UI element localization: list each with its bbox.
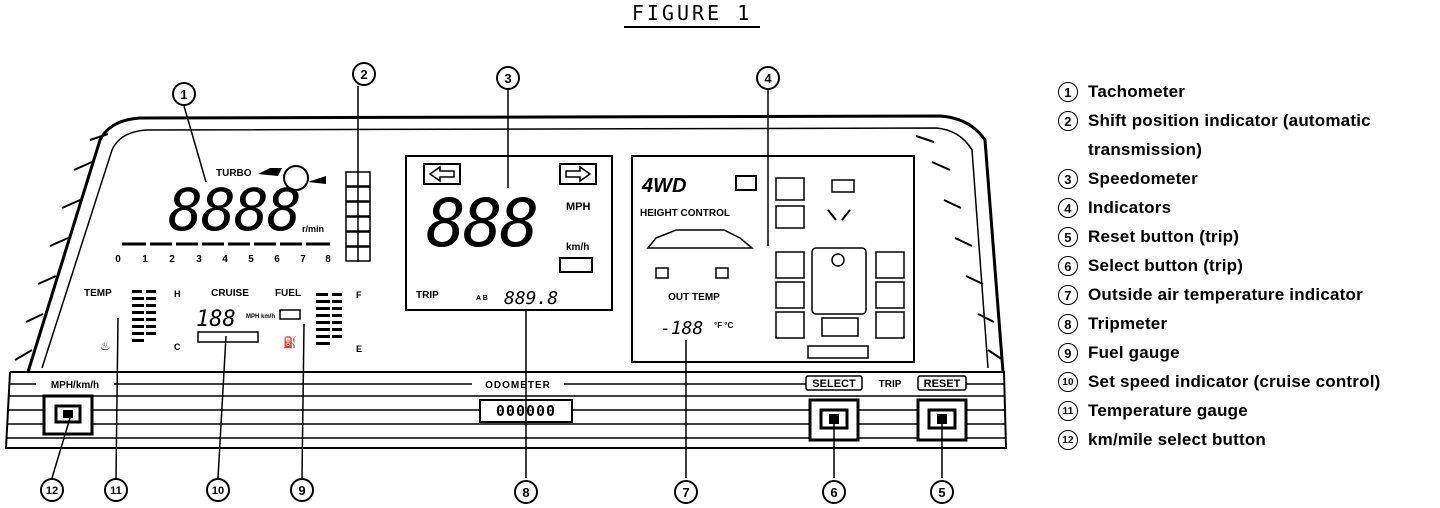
out-temp-unit: °F °C [714, 321, 734, 330]
svg-text:8: 8 [522, 485, 529, 500]
svg-text:10: 10 [212, 485, 224, 497]
cluster-housing [26, 114, 1005, 373]
tach-scale: 0 1 2 3 4 5 6 7 8 [115, 254, 331, 265]
cruise-label: CRUISE [211, 288, 249, 299]
fuel-empty-label: E [356, 344, 362, 354]
svg-text:2: 2 [169, 254, 175, 265]
trip-label: TRIP [416, 290, 439, 301]
mph-kmh-label: MPH/km/h [51, 380, 99, 391]
temp-cold-label: C [174, 342, 181, 352]
odometer-label: ODOMETER [485, 380, 551, 391]
cruise-unit: MPH km/h [246, 314, 275, 320]
right-turn-signal-icon [565, 165, 592, 183]
indicator-lamps [775, 177, 905, 359]
svg-text:6: 6 [274, 254, 280, 265]
fuel-gauge-bars [316, 293, 342, 345]
cruise-digits: 188 [196, 307, 236, 332]
svg-text:5: 5 [938, 485, 945, 500]
callouts: 1 2 3 4 5 6 7 8 9 10 11 12 [40, 62, 954, 504]
svg-text:6: 6 [830, 485, 837, 500]
temp-label: TEMP [84, 288, 112, 299]
svg-text:1: 1 [180, 87, 187, 102]
svg-text:4: 4 [764, 71, 772, 86]
left-turn-signal-icon [428, 165, 455, 183]
speed-digits: 888 [426, 185, 536, 262]
svg-text:8: 8 [325, 254, 331, 265]
svg-text:1: 1 [142, 254, 148, 265]
height-control-label: HEIGHT CONTROL [640, 208, 730, 219]
svg-text:3: 3 [504, 71, 511, 86]
select-label: SELECT [812, 378, 856, 390]
svg-text:9: 9 [298, 483, 305, 498]
fuel-full-label: F [356, 290, 362, 300]
svg-text:7: 7 [682, 485, 689, 500]
trip-ab: A B [476, 295, 488, 302]
tach-unit: r/min [302, 224, 324, 234]
speed-unit-mph: MPH [566, 201, 591, 213]
turbo-indicator-icon [283, 165, 309, 191]
tach-digits: 8888 [168, 176, 300, 244]
out-temp-digits: -188 [660, 318, 703, 339]
trip-digits: 889.8 [504, 288, 558, 309]
reset-label: RESET [924, 378, 961, 390]
fuel-pump-icon: ⛽ [283, 336, 297, 349]
trip-mid-label: TRIP [879, 379, 902, 390]
out-temp-label: OUT TEMP [668, 292, 720, 303]
svg-text:3: 3 [196, 254, 202, 265]
svg-text:11: 11 [110, 485, 122, 497]
svg-text:4: 4 [222, 254, 228, 265]
temp-gauge-bars [132, 290, 156, 342]
coolant-icon: ♨ [100, 339, 111, 353]
svg-text:5: 5 [248, 254, 254, 265]
speed-unit-kmh: km/h [566, 242, 589, 253]
svg-text:7: 7 [300, 254, 306, 265]
figure-title: FIGURE 1 [632, 1, 752, 25]
legend-item: transmission) [1088, 140, 1203, 159]
svg-text:12: 12 [46, 485, 58, 497]
turbo-label: TURBO [216, 168, 252, 179]
svg-text:2: 2 [360, 67, 367, 82]
temp-hot-label: H [174, 289, 181, 299]
car-silhouette-icon [646, 229, 755, 249]
4wd-indicator: 4WD [641, 175, 686, 197]
fuel-label: FUEL [275, 288, 301, 299]
indicators-panel [631, 155, 915, 363]
svg-text:0: 0 [115, 254, 121, 265]
